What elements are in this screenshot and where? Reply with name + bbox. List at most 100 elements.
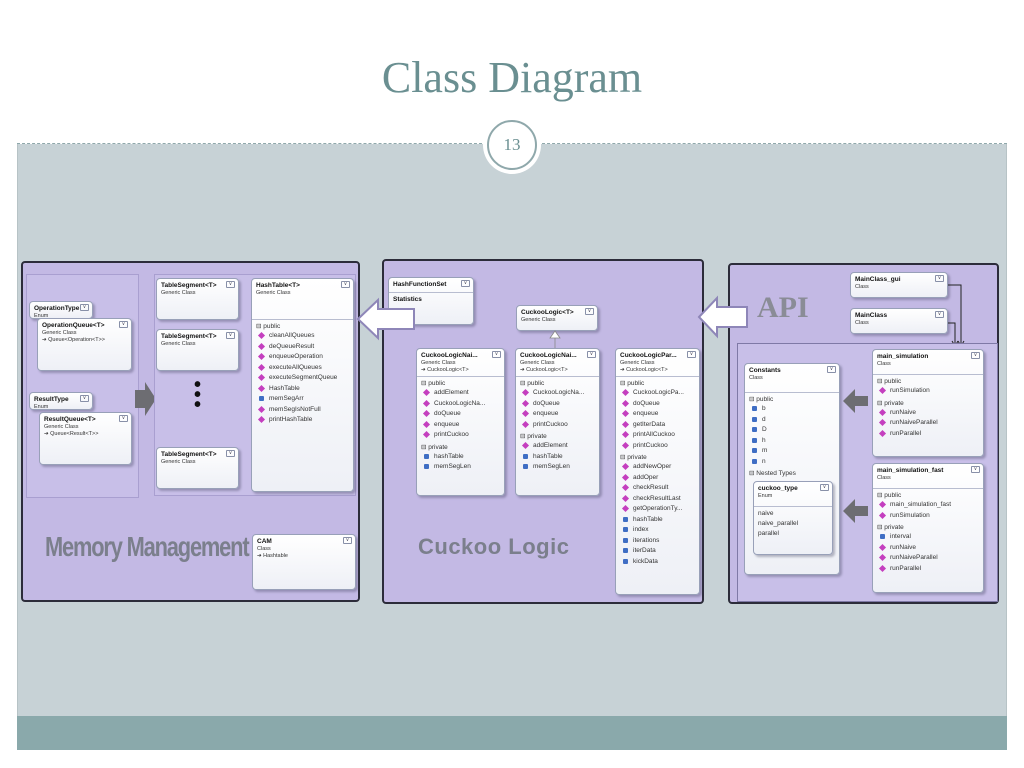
member[interactable]: interval: [877, 532, 979, 543]
member[interactable]: memSegLen: [421, 462, 500, 473]
public-section[interactable]: ⊟ public: [520, 380, 545, 387]
member[interactable]: getIterData: [620, 420, 695, 431]
expand-icon[interactable]: ∨: [119, 415, 128, 422]
tablesegment-class[interactable]: TableSegment<T> Generic Class ∨: [156, 329, 239, 371]
cuckoologicnaive-class[interactable]: CuckooLogicNai... Generic Class ➔ Cuckoo…: [515, 348, 600, 496]
expand-icon[interactable]: ∨: [226, 281, 235, 288]
member[interactable]: h: [749, 436, 835, 447]
member[interactable]: runNaive: [877, 543, 979, 554]
expand-icon[interactable]: ∨: [80, 395, 89, 402]
tablesegment-class[interactable]: TableSegment<T> Generic Class ∨: [156, 447, 239, 489]
private-section[interactable]: ⊟ private: [877, 399, 904, 407]
member[interactable]: memSegArr: [256, 394, 349, 405]
enum-value[interactable]: parallel: [758, 530, 779, 537]
member[interactable]: m: [749, 446, 835, 457]
member[interactable]: cleanAllQueues: [256, 331, 349, 342]
member[interactable]: executeAllQueues: [256, 363, 349, 374]
public-section[interactable]: ⊟ public: [877, 492, 902, 499]
member[interactable]: printCuckoo: [421, 430, 500, 441]
member[interactable]: addOper: [620, 473, 695, 484]
member[interactable]: executeSegmentQueue: [256, 373, 349, 384]
expand-icon[interactable]: ∨: [820, 484, 829, 491]
member[interactable]: b: [749, 404, 835, 415]
expand-icon[interactable]: ∨: [935, 311, 944, 318]
member[interactable]: doQueue: [520, 399, 595, 410]
expand-icon[interactable]: ∨: [226, 332, 235, 339]
member[interactable]: CuckooLogicNa...: [421, 399, 500, 410]
member[interactable]: doQueue: [421, 409, 500, 420]
member[interactable]: runSimulation: [877, 386, 979, 397]
operationtype-class[interactable]: OperationType Enum ∨: [29, 301, 93, 319]
statistics-class[interactable]: Statistics: [393, 296, 422, 303]
member[interactable]: memSegLen: [520, 462, 595, 473]
member[interactable]: n: [749, 457, 835, 468]
member[interactable]: printHashTable: [256, 415, 349, 426]
member[interactable]: iterData: [620, 546, 695, 557]
expand-icon[interactable]: ∨: [587, 351, 596, 358]
member[interactable]: printCuckoo: [520, 420, 595, 431]
member[interactable]: CuckooLogicNa...: [520, 388, 595, 399]
cuckoo-type-enum[interactable]: cuckoo_type Enum ∨ naive naive_parallel …: [753, 481, 833, 555]
public-section[interactable]: ⊟ public: [620, 380, 645, 387]
cam-class[interactable]: CAM Class ➔ Hashtable ∨: [252, 534, 356, 590]
member[interactable]: hashTable: [620, 515, 695, 526]
member[interactable]: enqueue: [520, 409, 595, 420]
expand-icon[interactable]: ∨: [461, 280, 470, 287]
tablesegment-class[interactable]: TableSegment<T> Generic Class ∨: [156, 278, 239, 320]
expand-icon[interactable]: ∨: [585, 308, 594, 315]
expand-icon[interactable]: ∨: [492, 351, 501, 358]
expand-icon[interactable]: ∨: [827, 366, 836, 373]
private-section[interactable]: ⊟ private: [520, 433, 547, 440]
member[interactable]: kickData: [620, 557, 695, 568]
expand-icon[interactable]: ∨: [935, 275, 944, 282]
hashtable-class[interactable]: HashTable<T> Generic Class ∨ ⊟ public cl…: [251, 278, 354, 492]
member[interactable]: getOperationTy...: [620, 504, 695, 515]
public-section[interactable]: ⊟ public: [421, 380, 446, 387]
member[interactable]: addNewOper: [620, 462, 695, 473]
member[interactable]: iterations: [620, 536, 695, 547]
enum-value[interactable]: naive: [758, 510, 774, 517]
mainclass-gui-class[interactable]: MainClass_gui Class ∨: [850, 272, 948, 298]
member[interactable]: hashTable: [520, 452, 595, 463]
member[interactable]: runNaiveParallel: [877, 418, 979, 429]
main-simulation-fast-class[interactable]: main_simulation_fast Class ∨ ⊟ public ma…: [872, 463, 984, 593]
expand-icon[interactable]: ∨: [343, 537, 352, 544]
private-section[interactable]: ⊟ private: [877, 524, 904, 531]
member[interactable]: enqueueOperation: [256, 352, 349, 363]
member[interactable]: addElement: [520, 441, 595, 452]
public-section[interactable]: ⊟ public: [256, 323, 281, 330]
member[interactable]: hashTable: [421, 452, 500, 463]
expand-icon[interactable]: ∨: [971, 466, 980, 473]
cuckoologic-class[interactable]: CuckooLogic<T> Generic Class ∨: [516, 305, 598, 331]
public-section[interactable]: ⊟ public: [749, 396, 774, 403]
member[interactable]: deQueueResult: [256, 342, 349, 353]
member[interactable]: index: [620, 525, 695, 536]
member[interactable]: d: [749, 415, 835, 426]
expand-icon[interactable]: ∨: [687, 351, 696, 358]
member[interactable]: printCuckoo: [620, 441, 695, 452]
member[interactable]: enqueue: [421, 420, 500, 431]
cuckoologicparallel-class[interactable]: CuckooLogicPar... Generic Class ➔ Cuckoo…: [615, 348, 700, 595]
expand-icon[interactable]: ∨: [226, 450, 235, 457]
constants-class[interactable]: Constants Class ∨ ⊟ public b d D h m n ⊟…: [744, 363, 840, 575]
nested-types-section[interactable]: ⊟ Nested Types: [749, 470, 796, 477]
member[interactable]: checkResult: [620, 483, 695, 494]
member[interactable]: runParallel: [877, 429, 979, 440]
main-simulation-class[interactable]: main_simulation Class ∨ ⊟ public runSimu…: [872, 349, 984, 457]
member[interactable]: enqueue: [620, 409, 695, 420]
cuckoologicnaive-class[interactable]: CuckooLogicNai... Generic Class ➔ Cuckoo…: [416, 348, 505, 496]
enum-value[interactable]: naive_parallel: [758, 520, 799, 527]
member[interactable]: memSegIsNotFull: [256, 405, 349, 416]
member[interactable]: runNaiveParallel: [877, 553, 979, 564]
resultqueue-class[interactable]: ResultQueue<T> Generic Class ➔ Queue<Res…: [39, 412, 132, 465]
member[interactable]: runNaive: [877, 408, 979, 419]
private-section[interactable]: ⊟ private: [421, 443, 448, 451]
member[interactable]: addElement: [421, 388, 500, 399]
expand-icon[interactable]: ∨: [971, 352, 980, 359]
private-section[interactable]: ⊟ private: [620, 454, 647, 461]
public-section[interactable]: ⊟ public: [877, 378, 902, 385]
expand-icon[interactable]: ∨: [119, 321, 128, 328]
member[interactable]: HashTable: [256, 384, 349, 395]
resulttype-class[interactable]: ResultType Enum ∨: [29, 392, 93, 410]
member[interactable]: checkResultLast: [620, 494, 695, 505]
